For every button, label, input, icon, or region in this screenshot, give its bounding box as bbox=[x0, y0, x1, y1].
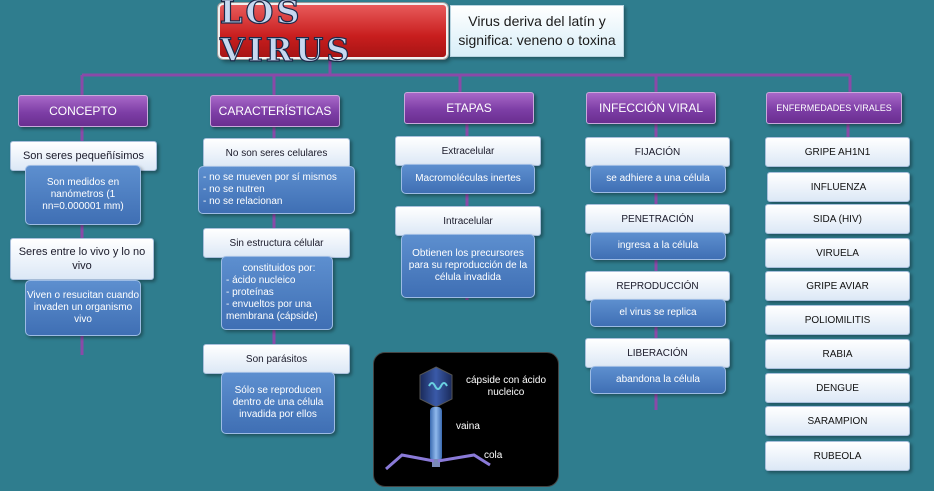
header-caracteristicas: CARACTERÍSTICAS bbox=[210, 95, 340, 127]
concepto-item: Viven o resucitan cuando invaden un orga… bbox=[25, 280, 141, 336]
title-text: LOS VIRUS bbox=[219, 0, 353, 70]
infeccion-step-title: FIJACIÓN bbox=[585, 137, 730, 167]
etapa-intracelular: Intracelular bbox=[395, 206, 541, 236]
infeccion-step-title: REPRODUCCIÓN bbox=[585, 271, 730, 301]
etapa-intracelular-desc: Obtienen los precursores para su reprodu… bbox=[401, 234, 535, 298]
caract-estructura-line: constituidos por: bbox=[242, 263, 316, 274]
origin-note: Virus deriva del latín y significa: vene… bbox=[450, 5, 624, 57]
caract-celulares-list: - no se mueven por sí mismos - no se nut… bbox=[198, 166, 355, 214]
caract-parasitos-title: Son parásitos bbox=[203, 344, 350, 374]
infeccion-step-desc: abandona la célula bbox=[590, 366, 726, 394]
enfermedad-item: RABIA bbox=[765, 339, 910, 369]
etapa-extracelular-desc: Macromoléculas inertes bbox=[401, 164, 535, 194]
bacteriophage-icon bbox=[385, 366, 491, 471]
virus-illustration: cápside con ácido nucleico vaina cola bbox=[373, 352, 559, 487]
infeccion-step-desc: se adhiere a una célula bbox=[590, 165, 726, 193]
infeccion-step-title: PENETRACIÓN bbox=[585, 204, 730, 234]
vaina-label: vaina bbox=[456, 421, 480, 432]
header-infeccion: INFECCIÓN VIRAL bbox=[586, 92, 716, 124]
header-concepto: CONCEPTO bbox=[18, 95, 148, 127]
enfermedad-item: DENGUE bbox=[765, 373, 910, 403]
enfermedad-item: SARAMPION bbox=[765, 406, 910, 436]
cola-label: cola bbox=[484, 450, 503, 461]
enfermedad-item: RUBEOLA bbox=[765, 441, 910, 471]
capside-label: cápside con ácido nucleico bbox=[465, 375, 547, 398]
caract-parasitos-text: Sólo se reproducen dentro de una célula … bbox=[221, 372, 335, 434]
header-etapas: ETAPAS bbox=[404, 92, 534, 124]
enfermedad-item: VIRUELA bbox=[765, 238, 910, 268]
enfermedad-item: GRIPE AH1N1 bbox=[765, 137, 910, 167]
header-enfermedades: ENFERMEDADES VIRALES bbox=[766, 92, 902, 124]
caract-celulares-line: - no se relacionan bbox=[203, 196, 283, 207]
caract-celulares-title: No son seres celulares bbox=[203, 138, 350, 168]
concepto-item: Son medidos en nanómetros (1 nn=0.000001… bbox=[25, 165, 141, 225]
caract-estructura-list: constituidos por: - ácido nucleico - pro… bbox=[221, 256, 333, 330]
caract-estructura-line: - proteínas bbox=[226, 287, 274, 298]
caract-estructura-line: - envueltos por una bbox=[226, 299, 312, 310]
caract-celulares-line: - no se mueven por sí mismos bbox=[203, 172, 337, 183]
etapa-extracelular: Extracelular bbox=[395, 136, 541, 166]
title-banner: LOS VIRUS bbox=[218, 0, 448, 70]
caract-celulares-line: - no se nutren bbox=[203, 184, 265, 195]
enfermedad-item: SIDA (HIV) bbox=[765, 204, 910, 234]
infeccion-step-desc: ingresa a la célula bbox=[590, 232, 726, 260]
infeccion-step-title: LIBERACIÓN bbox=[585, 338, 730, 368]
enfermedad-item: INFLUENZA bbox=[767, 172, 910, 202]
enfermedad-item: GRIPE AVIAR bbox=[765, 271, 910, 301]
caract-estructura-title: Sin estructura célular bbox=[203, 228, 350, 258]
caract-estructura-line: - ácido nucleico bbox=[226, 275, 296, 286]
infeccion-step-desc: el virus se replica bbox=[590, 299, 726, 327]
enfermedad-item: POLIOMILITIS bbox=[765, 305, 910, 335]
concepto-item: Seres entre lo vivo y lo no vivo bbox=[10, 238, 154, 280]
caract-estructura-line: membrana (cápside) bbox=[226, 311, 318, 322]
